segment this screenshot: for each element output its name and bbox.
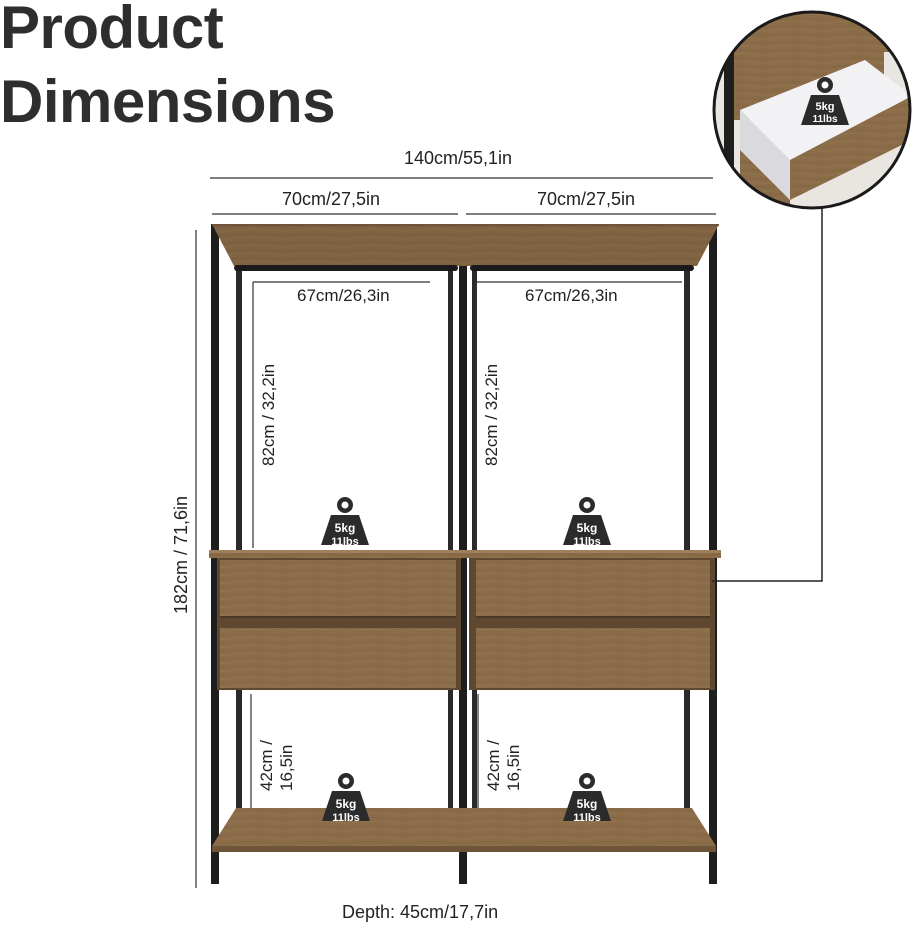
badge-kg: 5kg <box>336 797 357 811</box>
badge-kg: 5kg <box>577 521 598 535</box>
top-shelf <box>212 224 719 266</box>
badge-kg: 5kg <box>335 521 356 535</box>
rail-width-label-right: 67cm/26,3in <box>525 286 618 305</box>
depth-label: Depth: 45cm/17,7in <box>342 902 499 922</box>
badge-kg: 5kg <box>816 101 835 113</box>
badge-lbs: 11lbs <box>573 812 601 824</box>
hanging-height-label-left: 82cm / 32,2in <box>259 363 278 466</box>
rail-width-label-left: 67cm/26,3in <box>297 286 390 305</box>
height-label: 182cm / 71,6in <box>171 495 191 614</box>
drawer-unit <box>209 550 721 690</box>
callout-line <box>712 208 823 582</box>
badge-lbs: 11lbs <box>812 114 837 125</box>
title-line-2: Dimensions <box>0 68 336 135</box>
hanging-height-label-right: 82cm / 32,2in <box>482 363 501 466</box>
hanging-rails <box>234 265 694 271</box>
badge-lbs: 11lbs <box>331 536 359 548</box>
bottom-height-label-left: 42cm / 16,5in <box>257 739 296 791</box>
bottom-shelf <box>212 808 716 852</box>
badge-lbs: 11lbs <box>332 812 360 824</box>
section-width-label-right: 70cm/27,5in <box>537 189 636 209</box>
badge-lbs: 11lbs <box>573 536 601 548</box>
total-width-label: 140cm/55,1in <box>404 148 513 168</box>
bottom-height-label-right: 42cm / 16,5in <box>484 739 523 791</box>
title-line-1: Product <box>0 0 224 61</box>
section-width-label-left: 70cm/27,5in <box>282 189 381 209</box>
badge-kg: 5kg <box>577 797 598 811</box>
